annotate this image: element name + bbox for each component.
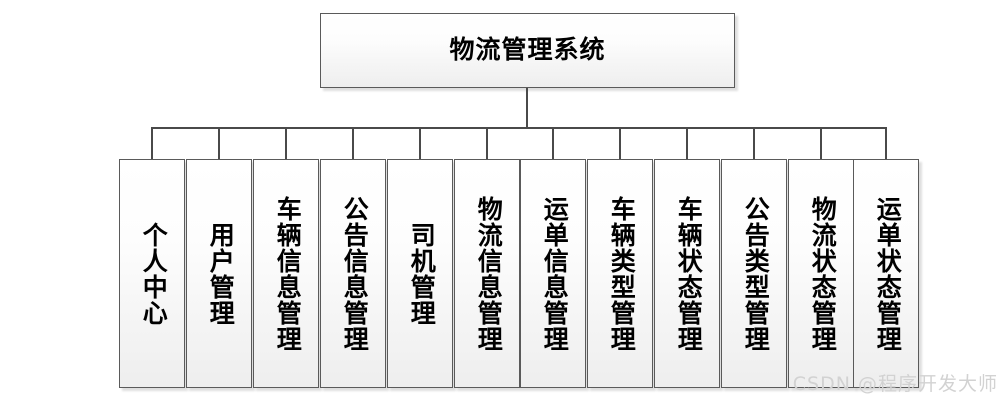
child-node-vehicle-status-management[interactable]: 车辆状态管理 — [654, 159, 720, 388]
child-node-label: 公告信息管理 — [340, 195, 368, 352]
root-node-label: 物流管理系统 — [449, 37, 606, 64]
connector-drop-2 — [218, 127, 220, 159]
child-node-waybill-status-management[interactable]: 运单状态管理 — [853, 159, 919, 388]
connector-drop-9 — [686, 127, 688, 159]
child-node-label: 运单状态管理 — [873, 195, 901, 352]
child-node-label: 个人中心 — [139, 221, 167, 326]
child-node-label: 车辆状态管理 — [674, 195, 702, 352]
child-node-announcement-info-management[interactable]: 公告信息管理 — [320, 159, 386, 388]
child-node-label: 用户管理 — [206, 221, 234, 326]
child-node-label: 车辆信息管理 — [273, 195, 301, 352]
child-node-personal-center[interactable]: 个人中心 — [119, 159, 185, 388]
connector-drop-11 — [820, 127, 822, 159]
child-node-label: 物流信息管理 — [474, 195, 502, 352]
child-node-logistics-status-management[interactable]: 物流状态管理 — [788, 159, 854, 388]
child-node-driver-management[interactable]: 司机管理 — [387, 159, 453, 388]
connector-drop-1 — [151, 127, 153, 159]
connector-drop-12 — [885, 127, 887, 159]
child-node-announcement-type-management[interactable]: 公告类型管理 — [721, 159, 787, 388]
connector-drop-6 — [486, 127, 488, 159]
root-node[interactable]: 物流管理系统 — [320, 13, 735, 88]
child-node-vehicle-type-management[interactable]: 车辆类型管理 — [587, 159, 653, 388]
child-node-waybill-info-management[interactable]: 运单信息管理 — [520, 159, 586, 388]
child-node-user-management[interactable]: 用户管理 — [186, 159, 252, 388]
connector-drop-8 — [619, 127, 621, 159]
connector-drop-10 — [753, 127, 755, 159]
connector-drop-4 — [352, 127, 354, 159]
connector-bus — [151, 127, 886, 129]
child-node-label: 公告类型管理 — [741, 195, 769, 352]
child-node-logistics-info-management[interactable]: 物流信息管理 — [454, 159, 520, 388]
child-node-label: 运单信息管理 — [540, 195, 568, 352]
child-node-vehicle-info-management[interactable]: 车辆信息管理 — [253, 159, 319, 388]
child-node-label: 司机管理 — [407, 221, 435, 326]
connector-root-stem — [526, 88, 528, 128]
connector-drop-5 — [419, 127, 421, 159]
child-node-label: 物流状态管理 — [808, 195, 836, 352]
connector-drop-3 — [285, 127, 287, 159]
child-node-label: 车辆类型管理 — [607, 195, 635, 352]
connector-drop-7 — [552, 127, 554, 159]
